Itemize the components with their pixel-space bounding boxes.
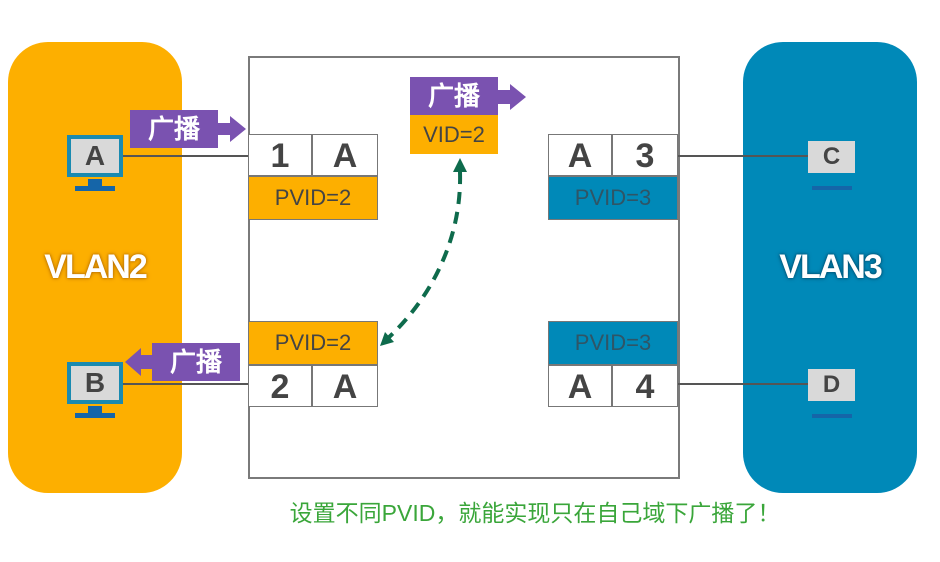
monitor-base <box>812 414 852 418</box>
port-pvid: PVID=3 <box>548 321 678 365</box>
monitor-icon: C <box>808 141 855 173</box>
vlan2-label: VLAN2 <box>44 248 147 286</box>
port-pvid: PVID=2 <box>248 176 378 220</box>
broadcast-arrow-right-icon <box>218 116 246 142</box>
broadcast-arrow-left-icon <box>125 348 152 376</box>
port-number: 4 <box>612 365 678 407</box>
link-b <box>123 383 248 385</box>
monitor-icon: B <box>67 362 123 404</box>
broadcast-tag: 广播 <box>130 110 218 148</box>
port-number: 1 <box>248 134 312 176</box>
port-type: A <box>548 134 612 176</box>
broadcast-tag: 广播 <box>152 343 240 381</box>
frame-vid: VID=2 <box>410 115 498 154</box>
monitor-stand <box>88 406 102 414</box>
arrowhead-up-icon <box>453 158 467 172</box>
monitor-stand <box>88 179 102 187</box>
link-a <box>123 155 248 157</box>
arrowhead-down-icon <box>380 332 394 346</box>
monitor-icon: D <box>808 369 855 401</box>
broadcast-arrow-right-icon <box>498 84 526 110</box>
link-d <box>678 383 808 385</box>
port-pvid: PVID=2 <box>248 321 378 365</box>
forward-dashed-arrow <box>384 171 463 342</box>
port-type: A <box>548 365 612 407</box>
link-c <box>678 155 808 157</box>
vlan3-label: VLAN3 <box>779 248 882 286</box>
port-number: 2 <box>248 365 312 407</box>
monitor-base <box>812 186 852 190</box>
port-type: A <box>312 134 378 176</box>
monitor-base <box>75 413 115 418</box>
broadcast-tag: 广播 <box>410 77 498 115</box>
caption: 设置不同PVID，就能实现只在自己域下广播了！ <box>289 500 781 526</box>
port-type: A <box>312 365 378 407</box>
monitor-icon: A <box>67 135 123 177</box>
port-pvid: PVID=3 <box>548 176 678 220</box>
monitor-base <box>75 186 115 191</box>
port-number: 3 <box>612 134 678 176</box>
